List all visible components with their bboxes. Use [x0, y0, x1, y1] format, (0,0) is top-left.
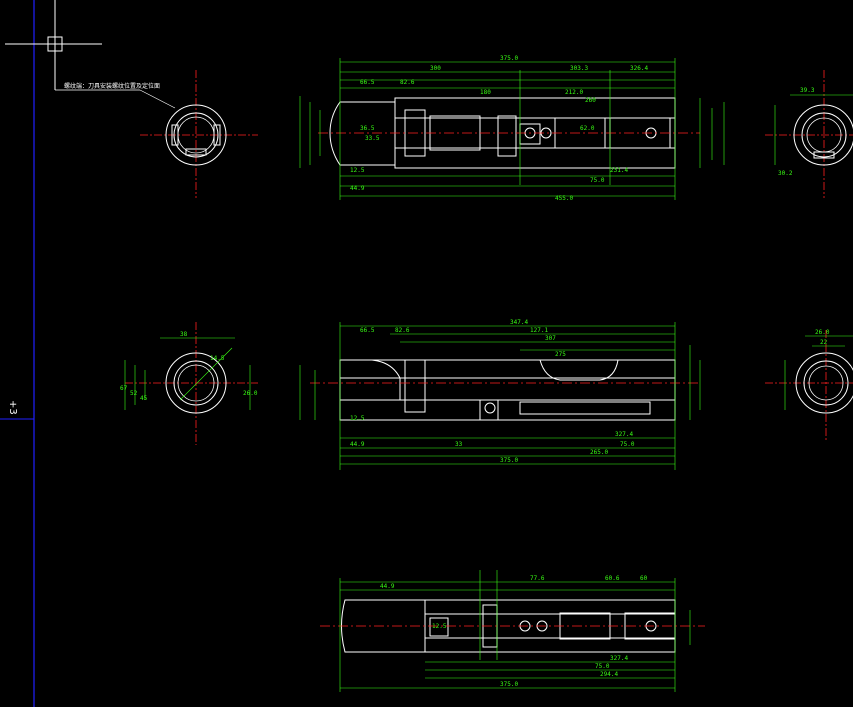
dim-mid-overall: 375.0 — [500, 457, 518, 464]
dim-top-seg-b: 303.3 — [570, 65, 588, 72]
dim-top-d1: 66.5 — [360, 79, 375, 86]
dim-top-left2: 33.5 — [365, 135, 380, 142]
dim-mid-bottom1: 44.9 — [350, 441, 365, 448]
dims-top — [299, 58, 725, 200]
dim-mid-d2: 82.6 — [395, 327, 410, 334]
ucs-axis-label: +3 — [7, 400, 18, 415]
dim-bot-top1: 44.9 — [380, 583, 395, 590]
dim-top-d5: 260 — [585, 97, 596, 104]
dim-top-seg-c: 326.4 — [630, 65, 648, 72]
dim-mid-top1: 347.4 — [510, 319, 528, 326]
dim-right-top-1: 39.3 — [800, 87, 815, 94]
dim-top-bottom2: 231.4 — [610, 167, 628, 174]
dim-right-top-2: 30.2 — [778, 170, 793, 177]
dim-bot-bottom3: 294.4 — [600, 671, 618, 678]
dim-bot-bottom1: 327.4 — [610, 655, 628, 662]
dim-left-circle-3: 45 — [140, 395, 148, 402]
dim-top-bottom1: 44.9 — [350, 185, 365, 192]
dim-bot-small: 12.5 — [432, 623, 447, 630]
dim-top-d4: 212.0 — [565, 89, 583, 96]
dim-bot-top4: 60 — [640, 575, 648, 582]
dim-mid-bottom5: 327.4 — [615, 431, 633, 438]
note-leader — [55, 89, 176, 109]
dim-left-circle-1: 67 — [120, 385, 128, 392]
dim-left-circle-4: 38 — [180, 331, 188, 338]
dim-top-bottom3: 75.0 — [590, 177, 605, 184]
dim-top-bottom4: 455.0 — [555, 195, 573, 202]
dim-bot-top3: 60.6 — [605, 575, 620, 582]
dim-mid-d1: 66.5 — [360, 327, 375, 334]
annotation-note: 螺纹端：刀具安装螺纹位置及定位面 — [64, 82, 160, 90]
dim-right-mid-2: 22 — [820, 339, 828, 346]
dim-top-d2: 82.6 — [400, 79, 415, 86]
dim-top-seg-a: 300 — [430, 65, 441, 72]
dim-top-small1: 12.5 — [350, 167, 365, 174]
dim-bot-bottom2: 75.0 — [595, 663, 610, 670]
end-view-right-top — [765, 70, 853, 198]
end-view-left-mid — [124, 322, 258, 445]
dim-mid-bottom4: 265.0 — [590, 449, 608, 456]
dim-mid-small: 12.5 — [350, 415, 365, 422]
dim-bot-top2: 77.6 — [530, 575, 545, 582]
part-view-mid — [339, 359, 676, 421]
dim-top-left1: 36.5 — [360, 125, 375, 132]
dim-top-small2: 62.0 — [580, 125, 595, 132]
dim-left-circle-5: 14.5 — [210, 355, 225, 362]
dim-left-circle-6: 26.0 — [243, 390, 258, 397]
dims-mid — [299, 322, 701, 470]
crosshair-cursor-icon — [5, 0, 102, 90]
dim-mid-top4: 275 — [555, 351, 566, 358]
dim-bot-overall: 375.0 — [500, 681, 518, 688]
end-view-right-mid — [765, 330, 853, 440]
dim-mid-bottom3: 75.0 — [620, 441, 635, 448]
dim-mid-top3: 307 — [545, 335, 556, 342]
dim-mid-bottom2: 33 — [455, 441, 463, 448]
dims-bottom — [339, 570, 691, 692]
dim-left-circle-2: 52 — [130, 390, 138, 397]
dim-top-overall: 375.0 — [500, 55, 518, 62]
end-view-left-top — [140, 70, 258, 198]
dim-mid-top2: 127.1 — [530, 327, 548, 334]
dim-top-d3: 180 — [480, 89, 491, 96]
dim-right-mid-1: 26.0 — [815, 329, 830, 336]
